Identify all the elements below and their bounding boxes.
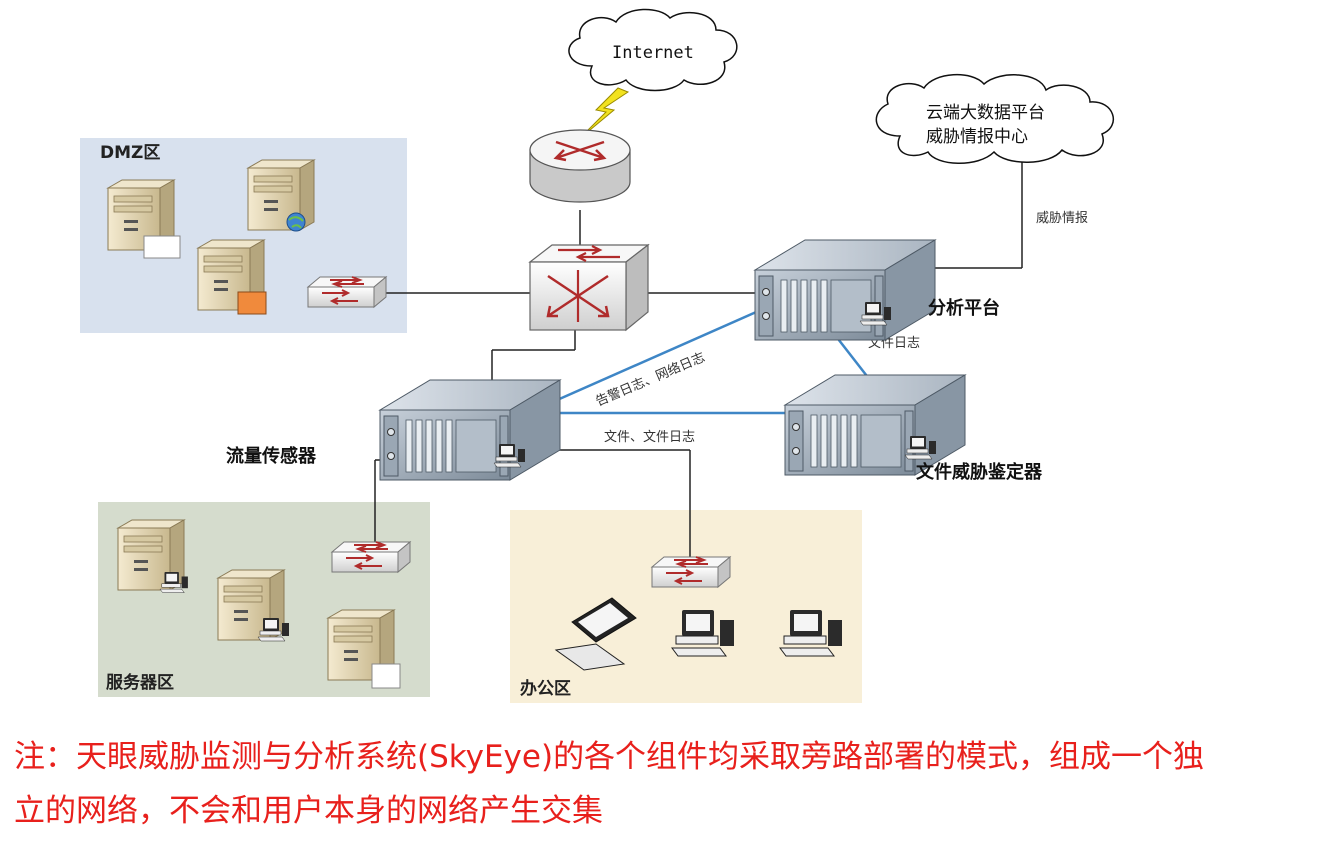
laptop-icon <box>554 597 637 671</box>
edge-label-threat-intel: 威胁情报 <box>1036 211 1088 226</box>
router-icon <box>529 129 631 203</box>
cloud-platform-cloud: 云端大数据平台 威胁情报中心 <box>875 73 1114 164</box>
office-switch-icon <box>651 556 731 588</box>
analysis-platform-label: 分析平台 <box>928 297 1000 319</box>
cloud-platform-label-2: 威胁情报中心 <box>926 127 1028 147</box>
mail-icon <box>237 291 267 315</box>
deployment-note: 注：天眼威胁监测与分析系统(SkyEye)的各个组件均采取旁路部署的模式，组成一… <box>14 730 1314 838</box>
dmz-zone-label: DMZ区 <box>100 143 160 163</box>
dmz-server-tag-icon <box>143 235 181 259</box>
globe-icon <box>286 212 306 232</box>
note-line-1: 注：天眼威胁监测与分析系统(SkyEye)的各个组件均采取旁路部署的模式，组成一… <box>14 739 1205 775</box>
analysis-platform-icon <box>754 239 936 341</box>
network-diagram: DMZ区 服务器区 办公区 威胁情报 文件日志 告警日志、网络日志 文件、文件日… <box>80 8 1114 703</box>
file-threat-appraiser-label: 文件威胁鉴定器 <box>916 461 1043 483</box>
traffic-sensor-label: 流量传感器 <box>226 445 317 467</box>
server-zone-label: 服务器区 <box>106 672 174 693</box>
internet-cloud: Internet <box>568 8 738 92</box>
server-zone-tag-icon <box>371 663 401 689</box>
file-threat-appraiser-icon <box>784 374 966 476</box>
server-zone-switch-icon <box>331 541 411 573</box>
office-zone-label: 办公区 <box>520 678 571 699</box>
edge-label-file-and-file-log: 文件、文件日志 <box>604 430 695 445</box>
internet-label: Internet <box>612 43 694 63</box>
cloud-platform-label-1: 云端大数据平台 <box>926 103 1045 123</box>
traffic-sensor-icon <box>379 379 561 481</box>
dmz-switch-icon <box>307 276 387 308</box>
note-line-2: 立的网络，不会和用户本身的网络产生交集 <box>14 793 603 829</box>
lightning-icon <box>577 87 630 141</box>
core-switch-icon <box>528 243 650 332</box>
office-zone <box>510 510 862 703</box>
